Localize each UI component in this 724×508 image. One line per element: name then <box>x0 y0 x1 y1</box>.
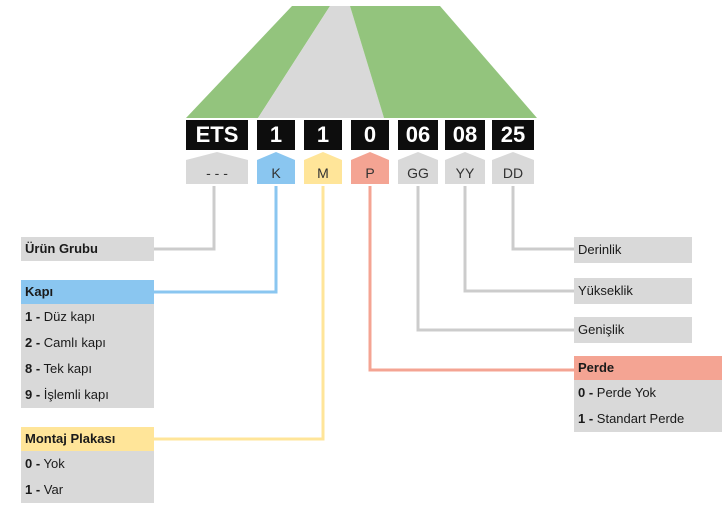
road <box>258 6 384 118</box>
code-segment-montaj: 1 <box>304 120 342 150</box>
panel-derinlik: Derinlik <box>574 237 692 263</box>
kapi-option-9-label: İşlemli kapı <box>40 387 109 402</box>
kapi-option-8-label: Tek kapı <box>40 361 92 376</box>
montaj-option-1: 1 - Var <box>21 477 154 503</box>
connector-montaj <box>154 186 325 441</box>
kapi-option-2: 2 - Camlı kapı <box>21 330 154 356</box>
montaj-option-1-label: Var <box>40 482 64 497</box>
tag-arrow-kapi <box>257 152 295 160</box>
tag-kapi: K <box>257 160 295 184</box>
tag-derinlik: DD <box>492 160 534 184</box>
connector-perde <box>368 186 574 372</box>
montaj-option-1-code: 1 - <box>25 482 41 497</box>
tag-genislik: GG <box>398 160 438 184</box>
panel-kapi-title: Kapı <box>21 280 154 304</box>
tag-yukseklik: YY <box>445 160 485 184</box>
panel-genislik: Genişlik <box>574 317 692 343</box>
montaj-option-0-code: 0 - <box>25 456 41 471</box>
code-segment-ets: ETS <box>186 120 248 150</box>
kapi-option-2-code: 2 - <box>25 335 41 350</box>
panel-urun-grubu: Ürün Grubu <box>21 237 154 261</box>
kapi-option-1-code: 1 - <box>25 309 41 324</box>
connector-derinlik <box>511 186 574 251</box>
tag-arrow-perde <box>351 152 389 160</box>
perde-option-0-code: 0 - <box>578 385 594 400</box>
tag-arrow-montaj <box>304 152 342 160</box>
connector-genislik <box>416 186 574 332</box>
connector-urun <box>154 186 216 251</box>
tag-arrow-yukseklik <box>445 152 485 160</box>
panel-montaj-plakasi: Montaj Plakası 0 - Yok 1 - Var <box>21 427 154 503</box>
code-segment-kapi: 1 <box>257 120 295 150</box>
perde-option-1: 1 - Standart Perde <box>574 406 722 432</box>
panel-genislik-title: Genişlik <box>574 317 692 343</box>
connector-yukseklik <box>463 186 574 293</box>
tag-arrow-derinlik <box>492 152 534 160</box>
perde-option-0: 0 - Perde Yok <box>574 380 722 406</box>
panel-perde: Perde 0 - Perde Yok 1 - Standart Perde <box>574 356 722 432</box>
kapi-option-1-label: Düz kapı <box>40 309 96 324</box>
panel-montaj-title: Montaj Plakası <box>21 427 154 451</box>
code-segment-perde: 0 <box>351 120 389 150</box>
kapi-option-8-code: 8 - <box>25 361 41 376</box>
kapi-option-9-code: 9 - <box>25 387 41 402</box>
panel-urun-grubu-title: Ürün Grubu <box>21 237 154 261</box>
panel-derinlik-title: Derinlik <box>574 237 692 263</box>
montaj-option-0: 0 - Yok <box>21 451 154 477</box>
tag-arrow-genislik <box>398 152 438 160</box>
panel-kapi: Kapı 1 - Düz kapı 2 - Camlı kapı 8 - Tek… <box>21 280 154 408</box>
kapi-option-1: 1 - Düz kapı <box>21 304 154 330</box>
tag-perde: P <box>351 160 389 184</box>
right-grass <box>350 6 537 118</box>
perde-option-0-label: Perde Yok <box>593 385 657 400</box>
kapi-option-2-label: Camlı kapı <box>40 335 106 350</box>
code-segment-genislik: 06 <box>398 120 438 150</box>
kapi-option-8: 8 - Tek kapı <box>21 356 154 382</box>
connector-kapi <box>154 186 278 294</box>
code-segment-yukseklik: 08 <box>445 120 485 150</box>
kapi-option-9: 9 - İşlemli kapı <box>21 382 154 408</box>
montaj-option-0-label: Yok <box>40 456 65 471</box>
tag-arrow-urun <box>186 152 248 160</box>
tag-urun: - - - <box>186 160 248 184</box>
perde-option-1-code: 1 - <box>578 411 594 426</box>
left-grass <box>186 6 330 118</box>
panel-perde-title: Perde <box>574 356 722 380</box>
tag-montaj: M <box>304 160 342 184</box>
panel-yukseklik: Yükseklik <box>574 278 692 304</box>
perde-option-1-label: Standart Perde <box>593 411 685 426</box>
code-segment-derinlik: 25 <box>492 120 534 150</box>
panel-yukseklik-title: Yükseklik <box>574 278 692 304</box>
